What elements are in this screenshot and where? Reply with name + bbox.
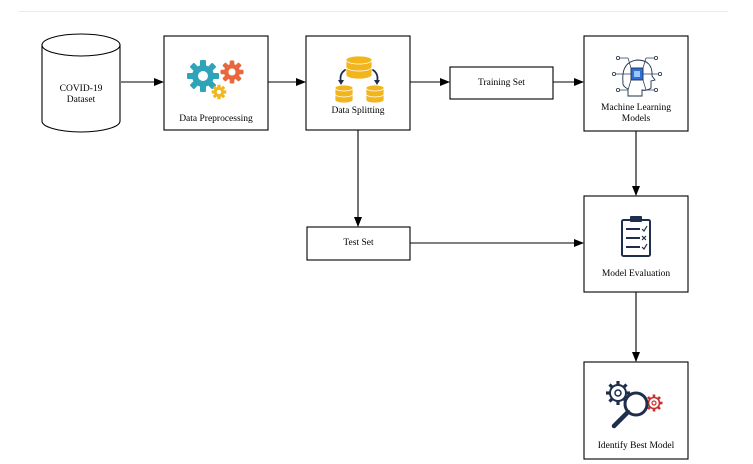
splitting-box bbox=[305, 35, 411, 131]
ml-models-label-line1: Machine Learning bbox=[601, 103, 671, 113]
training-set-label: Training Set bbox=[478, 78, 525, 88]
dataset-cylinder bbox=[41, 33, 121, 133]
ml-models-box bbox=[583, 35, 689, 132]
dataset-label: COVID-19 Dataset bbox=[42, 84, 120, 106]
dataset-label-line2: Dataset bbox=[66, 95, 96, 105]
ai-chip-head-icon bbox=[612, 56, 663, 97]
top-divider bbox=[18, 11, 728, 12]
best-model-label: Identify Best Model bbox=[597, 441, 675, 451]
gear-magnifier-icon bbox=[606, 381, 663, 429]
database-split-icon bbox=[334, 55, 385, 104]
clipboard-checklist-icon bbox=[621, 216, 651, 257]
evaluation-label: Model Evaluation bbox=[601, 269, 671, 279]
ml-models-label: Machine Learning Models bbox=[584, 103, 688, 125]
preprocessing-label: Data Preprocessing bbox=[179, 114, 253, 124]
test-set-label: Test Set bbox=[343, 238, 374, 248]
dataset-label-line1: COVID-19 bbox=[59, 84, 103, 94]
training-set-box bbox=[449, 66, 554, 100]
splitting-label: Data Splitting bbox=[331, 106, 385, 116]
ml-models-label-line2: Models bbox=[621, 114, 651, 124]
gears-icon bbox=[187, 60, 244, 100]
test-set-box bbox=[306, 226, 411, 261]
preprocessing-box bbox=[163, 35, 269, 131]
